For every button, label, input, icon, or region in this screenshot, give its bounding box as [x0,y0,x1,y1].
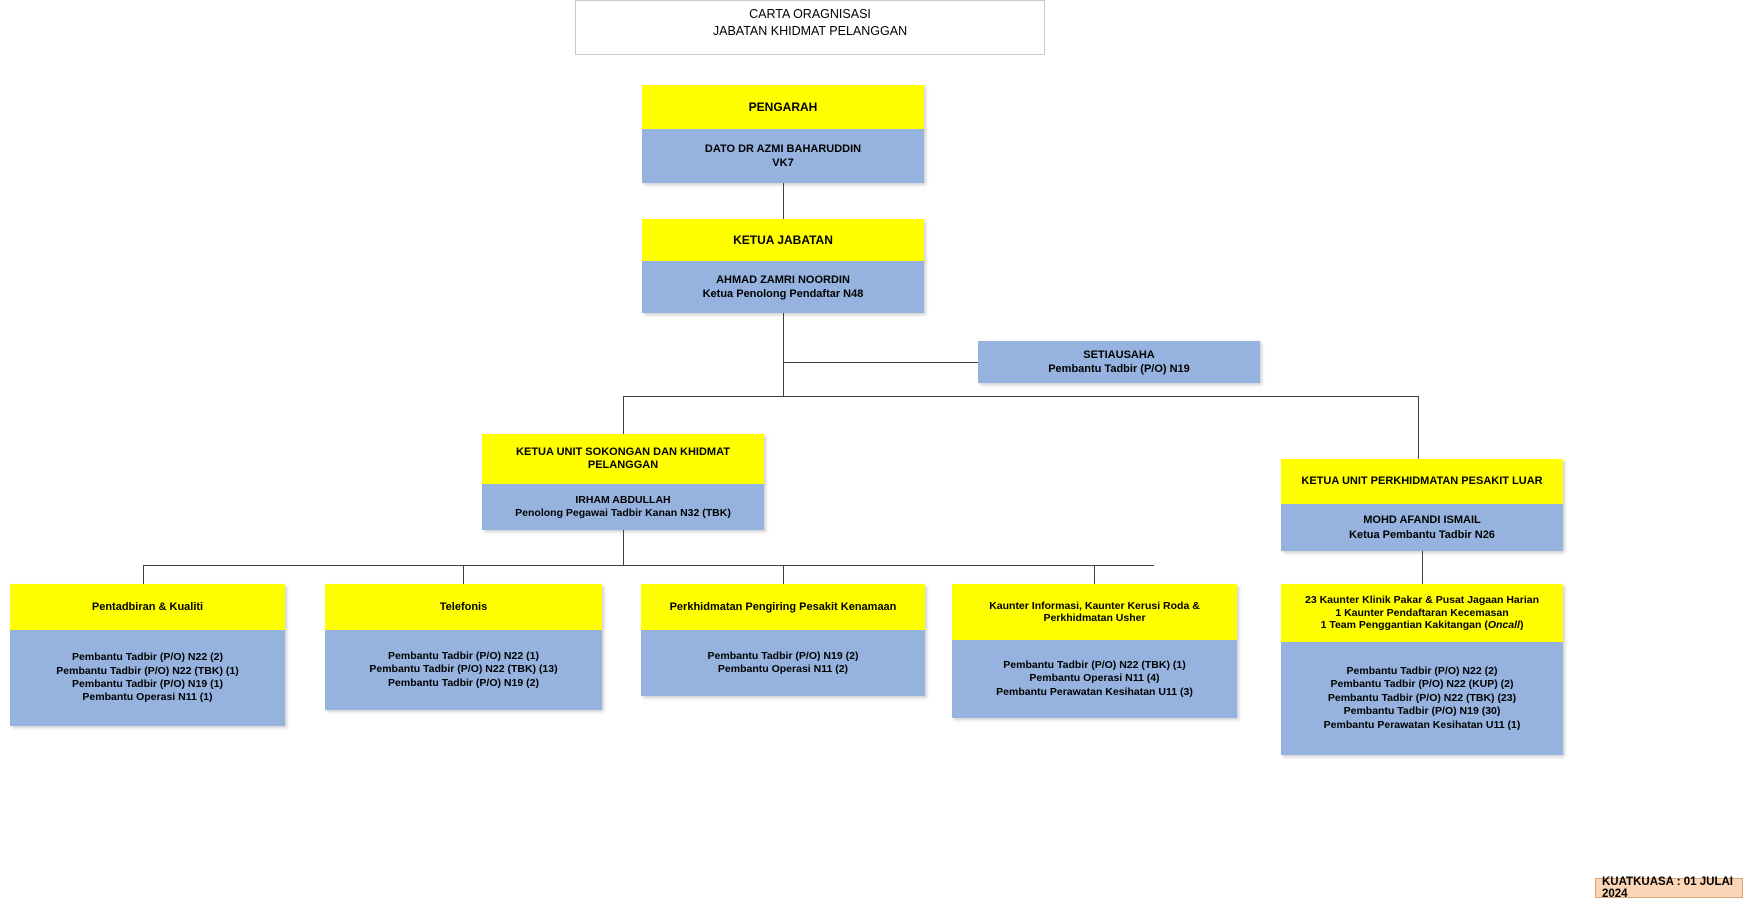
node-ketua-unit-pesakit-luar-title: KETUA UNIT PERKHIDMATAN PESAKIT LUAR [1281,459,1563,504]
chart-title-line1: CARTA ORAGNISASI [749,7,871,21]
node-pengarah-grade: VK7 [772,157,794,169]
node-ketua-unit-sokongan-body: IRHAM ABDULLAH Penolong Pegawai Tadbir K… [482,484,764,530]
node-kaunter-informasi-title-line2: Perkhidmatan Usher [1043,612,1146,624]
node-ketua-unit-sokongan-title: KETUA UNIT SOKONGAN DAN KHIDMAT PELANGGA… [482,434,764,484]
node-pengiring-pesakit-body: Pembantu Tadbir (P/O) N19 (2) Pembantu O… [641,630,925,696]
node-kaunter-informasi-title: Kaunter Informasi, Kaunter Kerusi Roda &… [952,584,1237,640]
node-kaunter-informasi[interactable]: Kaunter Informasi, Kaunter Kerusi Roda &… [952,584,1237,718]
connector-to-setiausaha [783,362,978,363]
node-kaunter-klinik-pakar-title-line3: 1 Team Penggantian Kakitangan (Oncall) [1321,619,1524,631]
node-kaunter-klinik-pakar[interactable]: 23 Kaunter Klinik Pakar & Pusat Jagaan H… [1281,584,1563,755]
staff-line: Pembantu Tadbir (P/O) N22 (KUP) (2) [1330,678,1514,691]
node-setiausaha[interactable]: SETIAUSAHA Pembantu Tadbir (P/O) N19 [978,341,1260,383]
node-ketua-jabatan-body: AHMAD ZAMRI NOORDIN Ketua Penolong Penda… [642,261,924,313]
staff-line: Pembantu Tadbir (P/O) N22 (TBK) (23) [1327,691,1517,704]
staff-line: Pembantu Perawatan Kesihatan U11 (1) [1323,718,1521,731]
node-ketua-jabatan-grade: Ketua Penolong Pendaftar N48 [702,288,864,300]
connector-bus-to-pesakit-luar [1418,396,1419,459]
staff-line: Pembantu Tadbir (P/O) N19 (2) [707,649,859,662]
node-setiausaha-title: SETIAUSAHA [1083,348,1155,361]
node-ketua-unit-pesakit-luar-grade: Ketua Pembantu Tadbir N26 [1349,528,1495,541]
node-ketua-unit-sokongan-grade: Penolong Pegawai Tadbir Kanan N32 (TBK) [515,507,731,519]
node-telefonis-title: Telefonis [325,584,602,630]
chart-title-line2: JABATAN KHIDMAT PELANGGAN [712,23,908,38]
node-pengiring-pesakit[interactable]: Perkhidmatan Pengiring Pesakit Kenamaan … [641,584,925,696]
node-ketua-unit-pesakit-luar-body: MOHD AFANDI ISMAIL Ketua Pembantu Tadbir… [1281,504,1563,551]
staff-line: Pembantu Operasi N11 (4) [1029,672,1160,685]
node-kaunter-informasi-title-line1: Kaunter Informasi, Kaunter Kerusi Roda & [989,599,1200,612]
node-setiausaha-grade: Pembantu Tadbir (P/O) N19 [1048,363,1190,375]
staff-line: Pembantu Tadbir (P/O) N22 (TBK) (13) [369,663,558,676]
node-pentadbiran-kualiti[interactable]: Pentadbiran & Kualiti Pembantu Tadbir (P… [10,584,285,726]
staff-line: Pembantu Operasi N11 (2) [717,663,849,675]
node-kaunter-informasi-body: Pembantu Tadbir (P/O) N22 (TBK) (1) Pemb… [952,640,1237,718]
oncall-suffix: ) [1519,619,1524,632]
connector-pengarah-to-ketua-jabatan [783,183,784,219]
node-pengarah-body: DATO DR AZMI BAHARUDDIN VK7 [642,129,924,183]
staff-line: Pembantu Operasi N11 (1) [82,691,213,704]
node-pengarah-title: PENGARAH [642,85,924,129]
effective-date-stamp: KUATKUASA : 01 JULAI 2024 [1595,876,1743,900]
staff-line: Pembantu Tadbir (P/O) N22 (2) [1346,664,1498,677]
staff-line: Pembantu Tadbir (P/O) N22 (TBK) (1) [56,664,239,677]
node-kaunter-klinik-pakar-title-line1: 23 Kaunter Klinik Pakar & Pusat Jagaan H… [1304,594,1539,607]
connector-bus-to-pentadbiran [143,565,144,584]
node-ketua-unit-sokongan-title-line1: KETUA UNIT SOKONGAN DAN KHIDMAT [516,446,730,459]
connector-bus-to-sokongan [623,396,624,434]
chart-title-box: CARTA ORAGNISASI JABATAN KHIDMAT PELANGG… [575,0,1045,55]
node-pengarah[interactable]: PENGARAH DATO DR AZMI BAHARUDDIN VK7 [642,85,924,183]
staff-line: Pembantu Tadbir (P/O) N22 (2) [72,651,223,664]
node-ketua-unit-sokongan-name: IRHAM ABDULLAH [575,493,671,506]
node-pengiring-pesakit-title: Perkhidmatan Pengiring Pesakit Kenamaan [641,584,925,630]
connector-unit-bus [623,396,1418,397]
node-ketua-unit-pesakit-luar[interactable]: KETUA UNIT PERKHIDMATAN PESAKIT LUAR MOH… [1281,459,1563,551]
staff-line: Pembantu Tadbir (P/O) N19 (2) [388,676,539,689]
staff-line: Pembantu Tadbir (P/O) N19 (1) [72,678,223,690]
node-pentadbiran-kualiti-body: Pembantu Tadbir (P/O) N22 (2) Pembantu T… [10,630,285,726]
node-kaunter-klinik-pakar-title-line2: 1 Kaunter Pendaftaran Kecemasan [1335,606,1509,619]
node-telefonis[interactable]: Telefonis Pembantu Tadbir (P/O) N22 (1) … [325,584,602,710]
connector-bus-to-pengiring [783,565,784,584]
node-pengarah-name: DATO DR AZMI BAHARUDDIN [704,142,862,155]
connector-sokongan-bus [143,565,1154,566]
node-ketua-jabatan[interactable]: KETUA JABATAN AHMAD ZAMRI NOORDIN Ketua … [642,219,924,313]
staff-line: Pembantu Tadbir (P/O) N19 (30) [1343,705,1501,718]
node-kaunter-klinik-pakar-body: Pembantu Tadbir (P/O) N22 (2) Pembantu T… [1281,642,1563,755]
node-ketua-jabatan-title: KETUA JABATAN [642,219,924,261]
connector-bus-to-telefonis [463,565,464,584]
oncall-word: Oncall [1487,619,1520,632]
node-telefonis-body: Pembantu Tadbir (P/O) N22 (1) Pembantu T… [325,630,602,710]
node-kaunter-klinik-pakar-title: 23 Kaunter Klinik Pakar & Pusat Jagaan H… [1281,584,1563,642]
staff-line: Pembantu Perawatan Kesihatan U11 (3) [996,685,1193,698]
staff-line: Pembantu Tadbir (P/O) N22 (TBK) (1) [1003,658,1186,671]
connector-bus-to-kaunter-informasi [1094,565,1095,584]
node-pentadbiran-kualiti-title: Pentadbiran & Kualiti [10,584,285,630]
node-ketua-unit-pesakit-luar-name: MOHD AFANDI ISMAIL [1363,514,1481,527]
connector-pesakit-luar-to-kaunter [1422,551,1423,584]
connector-ketua-jabatan-trunk [783,313,784,396]
connector-sokongan-trunk [623,530,624,565]
node-ketua-jabatan-name: AHMAD ZAMRI NOORDIN [716,273,850,286]
node-ketua-unit-sokongan-title-line2: PELANGGAN [587,459,659,471]
oncall-prefix: 1 Team Penggantian Kakitangan ( [1320,619,1488,632]
staff-line: Pembantu Tadbir (P/O) N22 (1) [388,649,539,662]
node-ketua-unit-sokongan[interactable]: KETUA UNIT SOKONGAN DAN KHIDMAT PELANGGA… [482,434,764,530]
